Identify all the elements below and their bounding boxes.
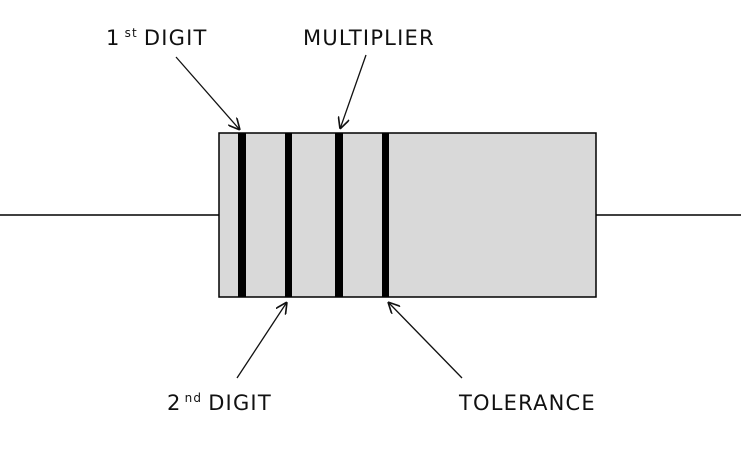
multiplier-arrow — [340, 54, 367, 129]
band-tolerance — [382, 133, 389, 297]
band-first-digit — [238, 133, 246, 297]
second-digit-arrow — [236, 302, 287, 379]
band-second-digit — [285, 133, 292, 297]
second-digit-word: DIGIT — [208, 391, 272, 415]
first-digit-suffix: st — [125, 26, 138, 40]
first-digit-arrow — [175, 56, 240, 130]
tolerance-arrow — [388, 302, 463, 379]
first-digit-number: 1 — [106, 26, 121, 50]
second-digit-number: 2 — [167, 391, 182, 415]
tolerance-label: TOLERANCE — [458, 391, 596, 415]
resistor-body — [218, 132, 597, 298]
first-digit-word: DIGIT — [144, 26, 208, 50]
second-digit-suffix: nd — [185, 391, 203, 405]
multiplier-label: MULTIPLIER — [303, 26, 435, 50]
first-digit-label: 1 st DIGIT — [106, 26, 208, 50]
band-multiplier — [335, 133, 343, 297]
